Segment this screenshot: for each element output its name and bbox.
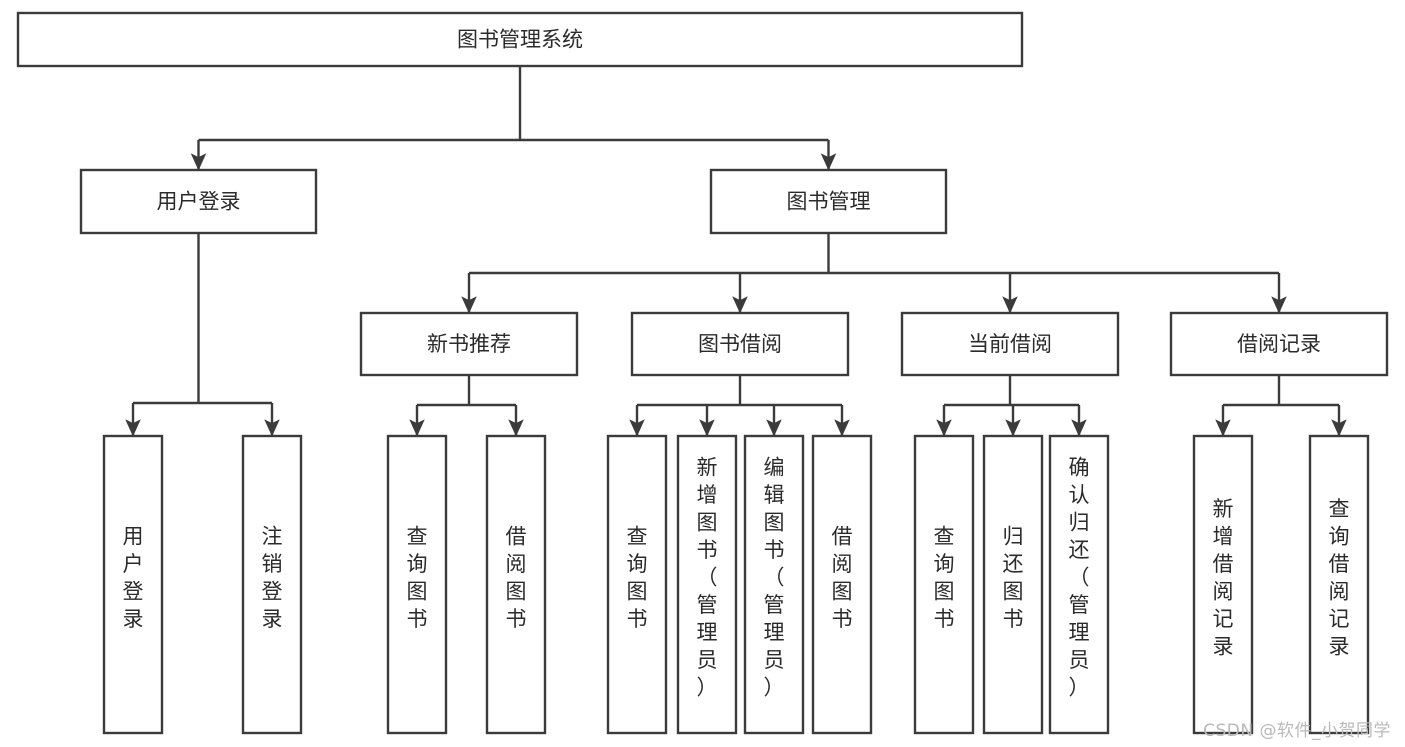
- node-borrow-record[interactable]: 借阅记录: [1169, 311, 1389, 377]
- node-user-login-label: 用户登录: [157, 190, 241, 214]
- node-leaf-query-record[interactable]: 查询借阅记录: [1308, 434, 1370, 735]
- node-leaf-add-book-box: [676, 434, 738, 735]
- node-leaf-edit-book-label: 编辑图书（管理员）: [764, 456, 785, 700]
- node-leaf-return-book-label: 归还图书: [1003, 524, 1024, 631]
- node-leaf-add-record-box: [1192, 434, 1254, 735]
- node-book-management-box: [709, 168, 948, 235]
- node-leaf-user-login[interactable]: 用户登录: [102, 434, 164, 735]
- node-current-borrow-label: 当前借阅: [968, 332, 1052, 356]
- node-book-management-label: 图书管理: [787, 190, 871, 214]
- node-leaf-add-book[interactable]: 新增图书（管理员）: [676, 434, 738, 735]
- node-leaf-logout-login-label: 注销登录: [262, 524, 283, 631]
- node-leaf-return-book[interactable]: 归还图书: [982, 434, 1044, 735]
- node-new-book-recommend[interactable]: 新书推荐: [359, 311, 579, 377]
- node-leaf-query-book-3-box: [913, 434, 975, 735]
- node-leaf-user-login-box: [102, 434, 164, 735]
- node-leaf-confirm-return[interactable]: 确认归还（管理员）: [1048, 434, 1110, 735]
- node-leaf-borrow-book-1-label: 借阅图书: [506, 524, 527, 631]
- node-leaf-add-record[interactable]: 新增借阅记录: [1192, 434, 1254, 735]
- root-node-system-title[interactable]: 图书管理系统: [16, 11, 1024, 68]
- node-leaf-user-login-label: 用户登录: [123, 524, 144, 631]
- node-new-book-recommend-box: [359, 311, 579, 377]
- node-leaf-confirm-return-label: 确认归还（管理员）: [1069, 456, 1090, 700]
- node-book-borrow[interactable]: 图书借阅: [630, 311, 850, 377]
- node-leaf-edit-book-box: [743, 434, 805, 735]
- node-user-login-box: [79, 168, 318, 235]
- node-leaf-query-book-2-label: 查询图书: [627, 524, 648, 631]
- node-new-book-recommend-label: 新书推荐: [427, 332, 511, 356]
- node-leaf-confirm-return-box: [1048, 434, 1110, 735]
- node-leaf-borrow-book-1[interactable]: 借阅图书: [485, 434, 547, 735]
- node-leaf-logout-login-box: [241, 434, 303, 735]
- node-leaf-query-book-1-box: [386, 434, 448, 735]
- root-node-system-title-label: 图书管理系统: [457, 28, 583, 52]
- root-node-system-title-box: [16, 11, 1024, 68]
- node-current-borrow[interactable]: 当前借阅: [900, 311, 1120, 377]
- node-book-borrow-box: [630, 311, 850, 377]
- node-book-management[interactable]: 图书管理: [709, 168, 948, 235]
- connectors-layer: [125, 66, 1347, 437]
- node-leaf-add-record-label: 新增借阅记录: [1213, 497, 1234, 659]
- nodes-layer: 图书管理系统用户登录图书管理新书推荐图书借阅当前借阅借阅记录用户登录注销登录查询…: [16, 11, 1389, 735]
- node-leaf-borrow-book-2-label: 借阅图书: [832, 524, 853, 631]
- node-leaf-logout-login[interactable]: 注销登录: [241, 434, 303, 735]
- node-leaf-borrow-book-2[interactable]: 借阅图书: [811, 434, 873, 735]
- node-leaf-edit-book[interactable]: 编辑图书（管理员）: [743, 434, 805, 735]
- node-leaf-query-record-label: 查询借阅记录: [1329, 497, 1350, 659]
- node-borrow-record-box: [1169, 311, 1389, 377]
- node-current-borrow-box: [900, 311, 1120, 377]
- node-leaf-borrow-book-1-box: [485, 434, 547, 735]
- node-leaf-query-book-1-label: 查询图书: [407, 524, 428, 631]
- node-leaf-query-record-box: [1308, 434, 1370, 735]
- node-user-login[interactable]: 用户登录: [79, 168, 318, 235]
- node-borrow-record-label: 借阅记录: [1237, 332, 1321, 356]
- node-leaf-return-book-box: [982, 434, 1044, 735]
- node-leaf-query-book-2-box: [606, 434, 668, 735]
- node-book-borrow-label: 图书借阅: [698, 332, 782, 356]
- node-leaf-query-book-2[interactable]: 查询图书: [606, 434, 668, 735]
- node-leaf-query-book-1[interactable]: 查询图书: [386, 434, 448, 735]
- node-leaf-query-book-3-label: 查询图书: [934, 524, 955, 631]
- node-leaf-query-book-3[interactable]: 查询图书: [913, 434, 975, 735]
- node-leaf-borrow-book-2-box: [811, 434, 873, 735]
- node-leaf-add-book-label: 新增图书（管理员）: [697, 456, 718, 700]
